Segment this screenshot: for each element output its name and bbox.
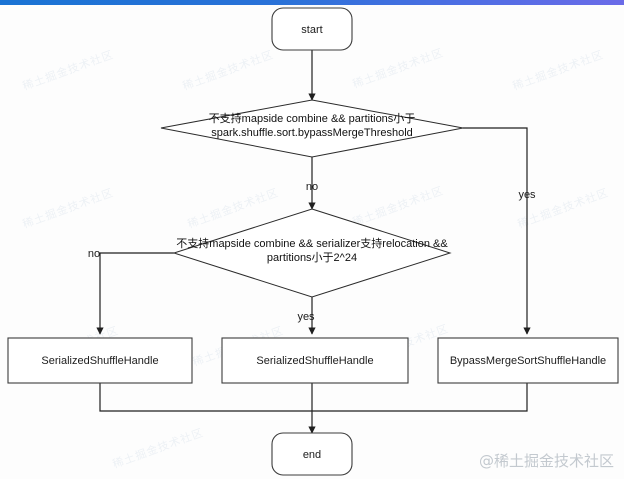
node-result-left-label: SerializedShuffleHandle xyxy=(41,355,158,367)
edge-decision1-yes-to-result-right xyxy=(463,127,531,335)
node-result-right-label: BypassMergeSortShuffleHandle xyxy=(450,355,606,367)
top-accent-bar xyxy=(0,0,624,5)
edge-results-merge-bus xyxy=(99,383,528,412)
node-end[interactable] xyxy=(271,432,353,476)
node-decision2-label-line2: partitions小于2^24 xyxy=(267,251,357,264)
node-result-middle-label: SerializedShuffleHandle xyxy=(256,355,373,367)
node-decision1[interactable] xyxy=(160,99,464,158)
edge-label-decision2-yes: yes xyxy=(297,311,315,323)
node-result-middle[interactable] xyxy=(221,337,409,384)
node-decision1-label-line1: 不支持mapside combine && partitions小于 xyxy=(209,111,416,125)
node-decision1-label-line2: spark.shuffle.sort.bypassMergeThreshold xyxy=(211,127,413,139)
node-start[interactable] xyxy=(271,7,353,51)
node-decision2[interactable] xyxy=(172,208,452,298)
edge-decision2-no-to-result-left xyxy=(96,252,174,335)
node-result-right[interactable] xyxy=(437,337,619,384)
node-result-left[interactable] xyxy=(7,337,193,384)
node-start-label: start xyxy=(301,24,322,36)
edge-label-decision2-no: no xyxy=(88,248,100,260)
edge-label-decision1-yes: yes xyxy=(518,189,536,201)
site-watermark: @稀土掘金技术社区 xyxy=(478,452,614,470)
node-end-label: end xyxy=(303,449,321,461)
edge-label-decision1-no: no xyxy=(306,181,318,193)
node-decision2-label-line1: 不支持mapside combine && serializer支持reloca… xyxy=(176,236,448,250)
